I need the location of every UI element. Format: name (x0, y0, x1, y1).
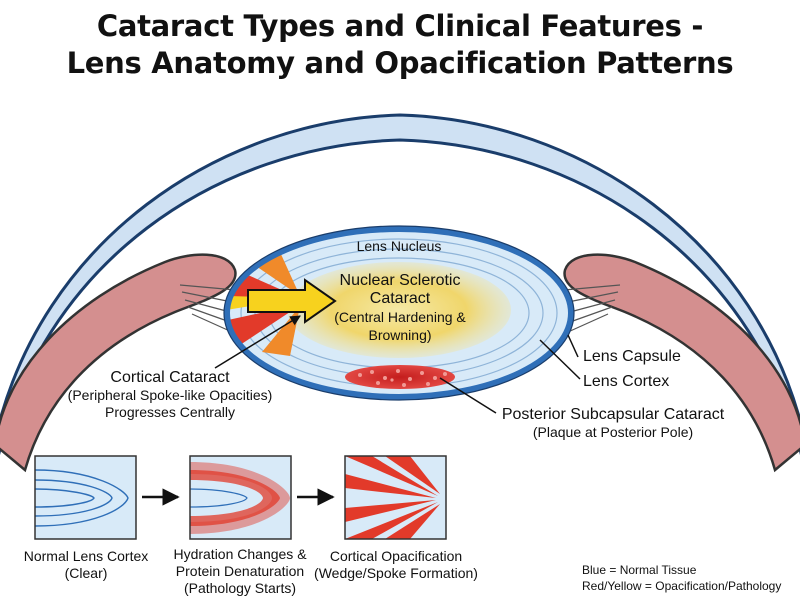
iris-left (0, 253, 237, 473)
lens-capsule (224, 226, 574, 400)
caption-cortical-opacification: Cortical Opacification (Wedge/Spoke Form… (314, 548, 478, 581)
diagram-title: Cataract Types and Clinical Features - L… (0, 8, 800, 82)
title-line-1: Cataract Types and Clinical Features - (96, 9, 704, 43)
label-nuclear-sclerotic-cataract: Nuclear Sclerotic Cataract (Central Hard… (334, 272, 466, 343)
legend: Blue = Normal Tissue Red/Yellow = Opacif… (582, 562, 781, 594)
leader-lens-cortex (539, 339, 581, 380)
label-lens-cortex: Lens Cortex (583, 373, 670, 390)
caption-hydration-changes: Hydration Changes & Protein Denaturation… (173, 546, 307, 596)
legend-red: Red/Yellow = Opacification/Pathology (582, 579, 782, 593)
iris-right (563, 253, 800, 473)
label-posterior-subcapsular-cataract: Posterior Subcapsular Cataract (Plaque a… (501, 406, 725, 441)
label-lens-capsule: Lens Capsule (583, 348, 681, 365)
leader-cortical (214, 315, 301, 369)
caption-normal-cortex: Normal Lens Cortex (Clear) (23, 548, 149, 581)
leader-psc (439, 377, 497, 414)
title-line-2: Lens Anatomy and Opacification Patterns (66, 46, 734, 80)
panel-hydration-changes (189, 455, 292, 540)
cornea (0, 113, 800, 456)
posterior-subcapsular-plaque (345, 365, 455, 389)
panel-cortical-opacification (344, 455, 447, 540)
zonule-fibers-right (563, 284, 621, 333)
label-cortical-cataract: Cortical Cataract (Peripheral Spoke-like… (67, 369, 273, 420)
zonule-fibers-left (179, 284, 237, 333)
lens-nucleus (287, 262, 511, 358)
panel-normal-cortex (34, 455, 137, 540)
cortical-progression-arrow (247, 278, 337, 324)
legend-blue: Blue = Normal Tissue (582, 563, 697, 577)
leader-lens-capsule (567, 334, 579, 358)
label-lens-nucleus: Lens Nucleus (356, 238, 442, 254)
